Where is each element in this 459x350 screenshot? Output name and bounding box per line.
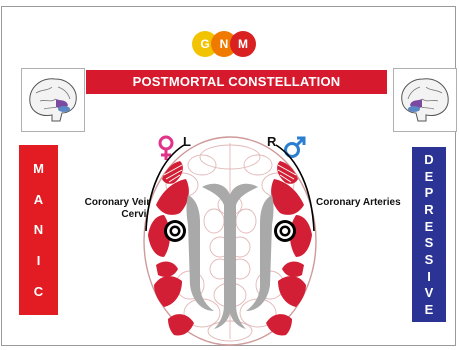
depressive-letter: E — [425, 169, 434, 184]
target-ring-icon-right — [274, 220, 296, 242]
relay-diagram — [142, 135, 318, 347]
manic-box: M A N I C — [19, 145, 58, 315]
manic-letter: A — [34, 192, 43, 207]
depressive-letter: S — [425, 235, 434, 250]
brain-icon — [393, 68, 457, 132]
depressive-letter: I — [427, 269, 431, 284]
depressive-letter: D — [424, 152, 433, 167]
manic-letter: C — [34, 284, 43, 299]
logo-letter-m: M — [230, 31, 256, 57]
slide-frame: G N M POSTMORTAL CONSTELLATION M A N I C… — [1, 6, 456, 346]
brain-icon — [21, 68, 85, 132]
depressive-letter: E — [425, 302, 434, 317]
manic-letter: I — [37, 253, 41, 268]
manic-letter: M — [33, 161, 44, 176]
gnm-logo: G N M — [192, 31, 262, 59]
target-ring-icon-left — [164, 220, 186, 242]
page-title: POSTMORTAL CONSTELLATION — [86, 70, 387, 94]
depressive-letter: P — [425, 185, 434, 200]
depressive-letter: S — [425, 252, 434, 267]
depressive-letter: V — [425, 285, 434, 300]
depressive-letter: R — [424, 202, 433, 217]
depressive-box: D E P R E S S I V E — [412, 147, 446, 322]
manic-letter: N — [34, 222, 43, 237]
depressive-letter: E — [425, 219, 434, 234]
coronary-arteries-label: Coronary Arteries — [316, 197, 401, 209]
